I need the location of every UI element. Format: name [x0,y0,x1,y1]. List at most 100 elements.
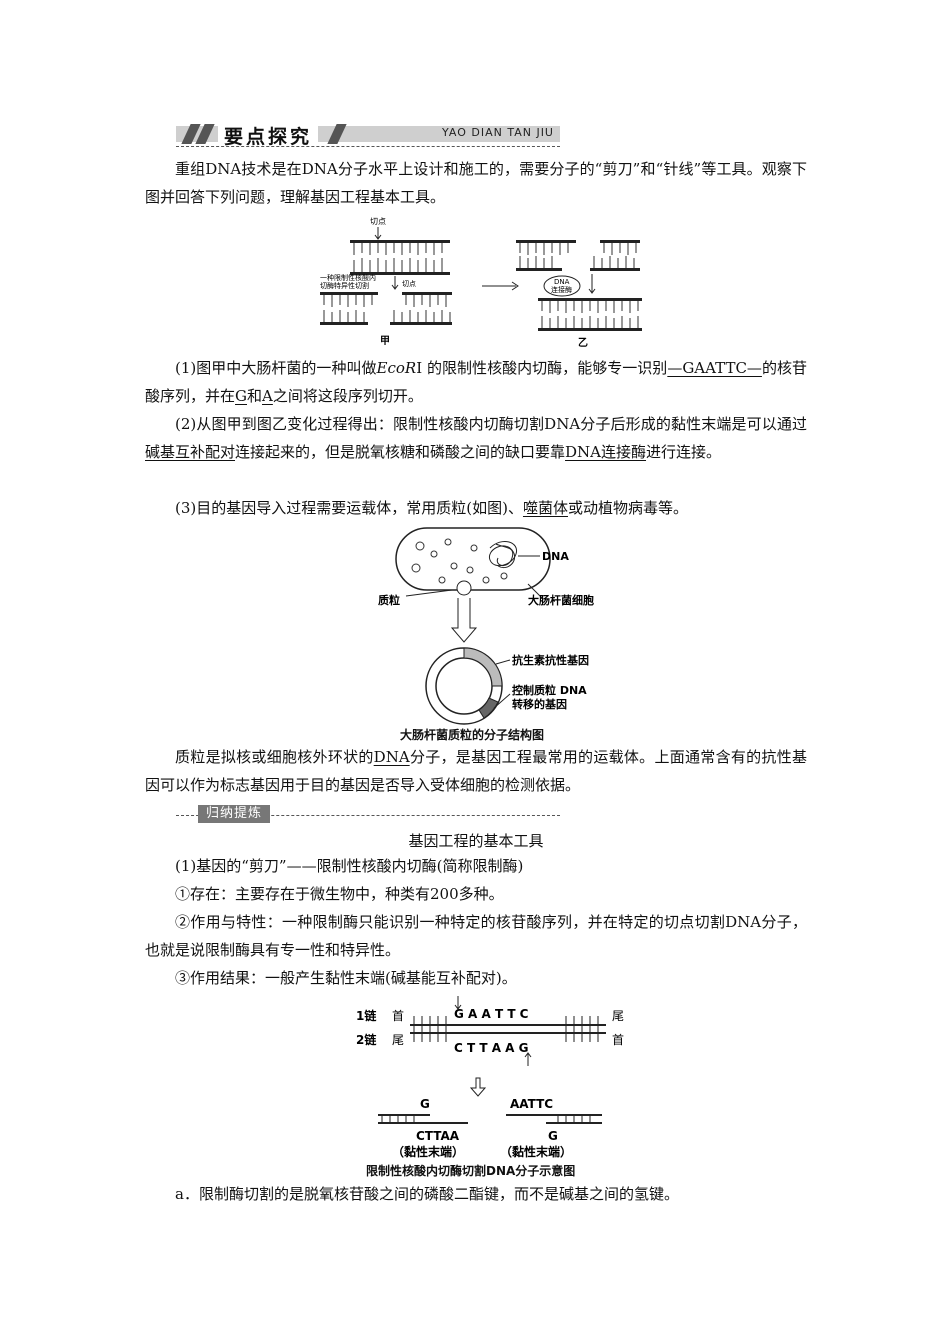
plasmid-answer: DNA [373,748,410,766]
section-title: 要点探究 [218,122,319,149]
q3-text: (3)目的基因导入过程需要运载体，常用质粒(如图)、 [175,499,523,517]
right-fragment-top [506,1114,602,1116]
section-pinyin: YAO DIAN TAN JIU [442,126,554,139]
left-fragment-ticks [381,1114,415,1124]
plasmid-label: 质粒 [378,593,400,607]
base-pair-ticks [413,1016,599,1042]
figure-restriction-ligation: 切点 一种限制性核酸内 切酶特异性切割 切点 甲 [320,217,642,349]
left-bottom-bases: CTTAA [416,1129,460,1143]
strand2-head: 首 [612,1033,624,1047]
summary-header: 归纳提炼 [176,805,560,825]
q1-text: 和 [247,387,263,405]
strand2-tail: 尾 [392,1033,404,1047]
question-2: (2)从图甲到图乙变化过程得出：限制性核酸内切酶切割DNA分子后形成的黏性末端是… [145,410,807,466]
summary-item-3: ②作用与特性：一种限制酶只能识别一种特定的核苷酸序列，并在特定的切点切割DNA分… [145,913,807,959]
ecoli-cell-label: 大肠杆菌细胞 [528,593,594,607]
label-jia: 甲 [380,335,390,347]
cell-pointer [527,583,543,599]
q2-answer-2: DNA连接酶 [565,443,647,461]
figure-plasmid: DNA 质粒 大肠杆菌细胞 抗生素抗性基因 控制质粒 DNA 转移的基因 [378,527,594,725]
left-fragment-bottom [378,1122,468,1124]
ligase-label-1: DNA [554,278,570,286]
q1-text: 之间将这段序列切开。 [272,387,423,405]
antibiotic-pointer [495,659,511,665]
ligase-arrow-head [588,288,596,294]
q3-answer: 噬菌体 [522,499,568,517]
yi-dna-joined [538,298,642,331]
plasmid-text: 分子，是基因工程最常用的运载体。上面通常含有的抗性基因可以作为标志基因用于目的基… [145,748,807,794]
cut-label-top: 切点 [370,217,386,226]
strand1-line [410,1024,606,1026]
strand2-label: 2链 [356,1032,377,1047]
enzyme-arrow-head [391,284,399,290]
q1-answer-g: G [235,387,247,405]
q1-enzyme: EcoR [376,359,417,377]
right-fragment-ticks [557,1114,591,1124]
cut-arrow-1-head [454,1004,462,1010]
zoom-arrow [450,598,478,643]
figure-restriction-cut: 1链 2链 首 尾 尾 首 G A A T T C C T T A A G G … [356,996,624,1159]
left-fragment-top [378,1114,430,1116]
cut-arrow-2-head [524,1052,532,1058]
summary-tag: 归纳提炼 [198,805,271,823]
q2-answer-1: 碱基互补配对 [145,443,236,461]
bottom-sequence: C T T A A G [454,1041,529,1055]
cut-label-mid: 切点 [402,280,416,288]
plasmid-paragraph: 质粒是拟核或细胞核外环状的DNA分子，是基因工程最常用的运载体。上面通常含有的抗… [145,743,807,799]
question-1: (1)图甲中大肠杆菌的一种叫做EcoRⅠ 的限制性核酸内切酶，能够专一识别—GA… [145,354,807,410]
intro-paragraph: 重组DNA技术是在DNA分子水平上设计和施工的，需要分子的“剪刀”和“针线”等工… [145,160,807,206]
antibiotic-gene-segment [463,647,503,687]
q1-text: (1)图甲中大肠杆菌的一种叫做 [175,359,377,377]
enzyme-label-1: 一种限制性核酸内 [320,273,376,282]
summary-heading: 基因工程的基本工具 [408,832,544,850]
summary-item-1: (1)基因的“剪刀”——限制性核酸内切酶(简称限制酶) [175,857,524,875]
summary-item-2: ①存在：主要存在于微生物中，种类有200多种。 [175,885,504,903]
control-gene-label-2: 转移的基因 [512,697,567,711]
plasmid-pointer [405,589,453,597]
dna-label: DNA [542,550,569,563]
result-arrow [469,1077,487,1097]
section-divider [176,146,560,147]
antibiotic-gene-label: 抗生素抗性基因 [512,653,589,667]
plasmid-small [456,580,472,596]
section-header: 要点探究 YAO DIAN TAN JIU [176,122,560,149]
figure-arrow-head [511,281,519,291]
q1-answer-sequence: —GAATTC— [667,359,762,377]
control-gene-label-1: 控制质粒 DNA [512,683,587,697]
q2-text: 连接起来的，但是脱氧核糖和磷酸之间的缺口要靠 [235,443,566,461]
ligase-ellipse [543,275,581,297]
ecoli-cell-outline [395,527,551,591]
strand1-tail: 尾 [612,1009,624,1023]
strand1-head: 首 [392,1009,404,1023]
plasmid-dots [411,538,508,584]
right-top-bases: AATTC [510,1097,553,1111]
restriction-caption: 限制性核酸内切酶切割DNA分子示意图 [366,1164,576,1178]
left-sticky-end-label: （黏性末端） [392,1144,464,1159]
q3-text: 或动植物病毒等。 [567,499,688,517]
yi-dna-top [516,240,640,271]
summary-divider [176,815,560,816]
jia-dna-top [350,240,450,275]
jia-dna-bottom [320,292,452,325]
ligase-label-2: 连接酶 [551,285,572,294]
right-sticky-end-label: （黏性末端） [500,1144,572,1159]
q1-enzyme-suffix: Ⅰ [416,359,423,377]
control-gene-segment [478,697,499,719]
plasmid-text: 质粒是拟核或细胞核外环状的 [175,748,374,766]
q2-text: (2)从图甲到图乙变化过程得出：限制性核酸内切酶切割DNA分子后形成的黏性末端是… [175,415,807,433]
top-sequence: G A A T T C [454,1007,529,1021]
q2-text: 进行连接。 [646,443,722,461]
question-3: (3)目的基因导入过程需要运载体，常用质粒(如图)、噬菌体或动植物病毒等。 [145,494,807,522]
summary-item-4: ③作用结果：一般产生黏性末端(碱基能互补配对)。 [175,969,517,987]
note-a: a．限制酶切割的是脱氧核苷酸之间的磷酸二酯键，而不是碱基之间的氢键。 [175,1185,679,1203]
q1-answer-a: A [262,387,273,405]
strand2-line [410,1032,606,1034]
label-yi: 乙 [578,337,588,349]
q1-text: 的限制性核酸内切酶，能够专一识别 [426,359,668,377]
strand1-label: 1链 [356,1008,377,1023]
left-top-base: G [420,1097,430,1111]
q1-text: 的核苷酸序列，并在 [145,359,807,405]
cut-arrow-top-head [374,234,382,240]
right-bottom-base: G [548,1129,558,1143]
